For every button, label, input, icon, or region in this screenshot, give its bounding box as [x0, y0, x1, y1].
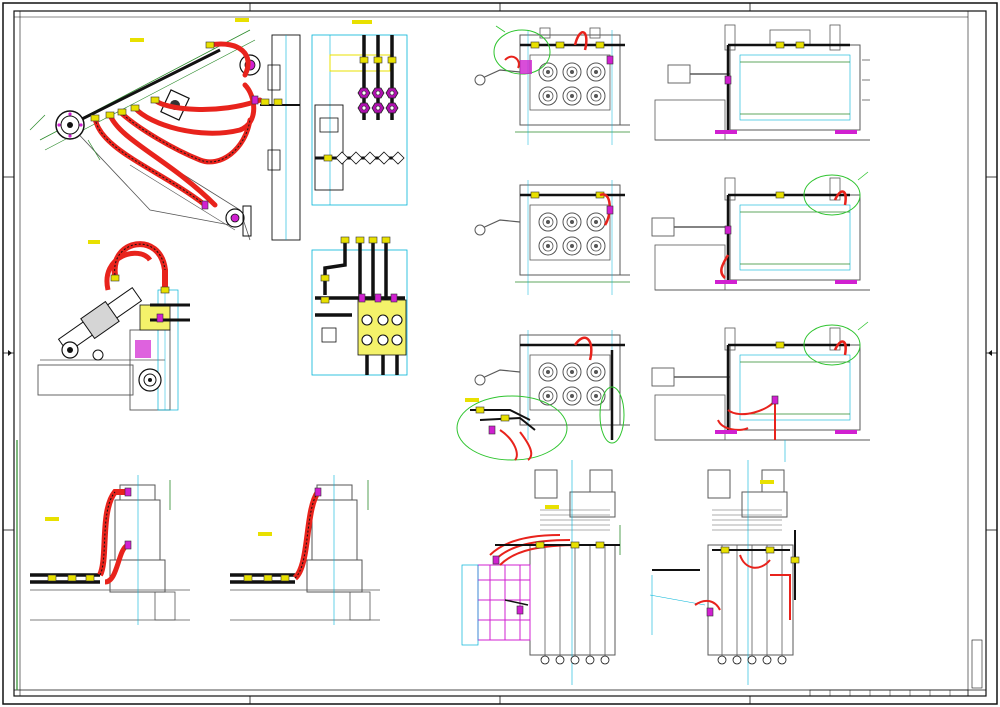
view-gearbox-right [230, 475, 380, 625]
view-stand-side-1 [654, 24, 870, 141]
title-block [809, 639, 983, 697]
view-stand-front-2 [474, 180, 630, 295]
view-iso-pivot-arm [29, 18, 301, 241]
view-arm-detail [37, 240, 190, 411]
view-valve-block [311, 236, 408, 376]
view-gearbox-left [30, 475, 190, 625]
view-stand-side-2 [651, 171, 870, 291]
view-stand-front-3 [456, 330, 630, 461]
view-plan-right [649, 460, 800, 685]
view-side-section [311, 20, 408, 206]
view-stand-front-1 [474, 25, 630, 145]
view-stand-side-3 [651, 321, 870, 462]
view-plan-left [461, 460, 621, 685]
